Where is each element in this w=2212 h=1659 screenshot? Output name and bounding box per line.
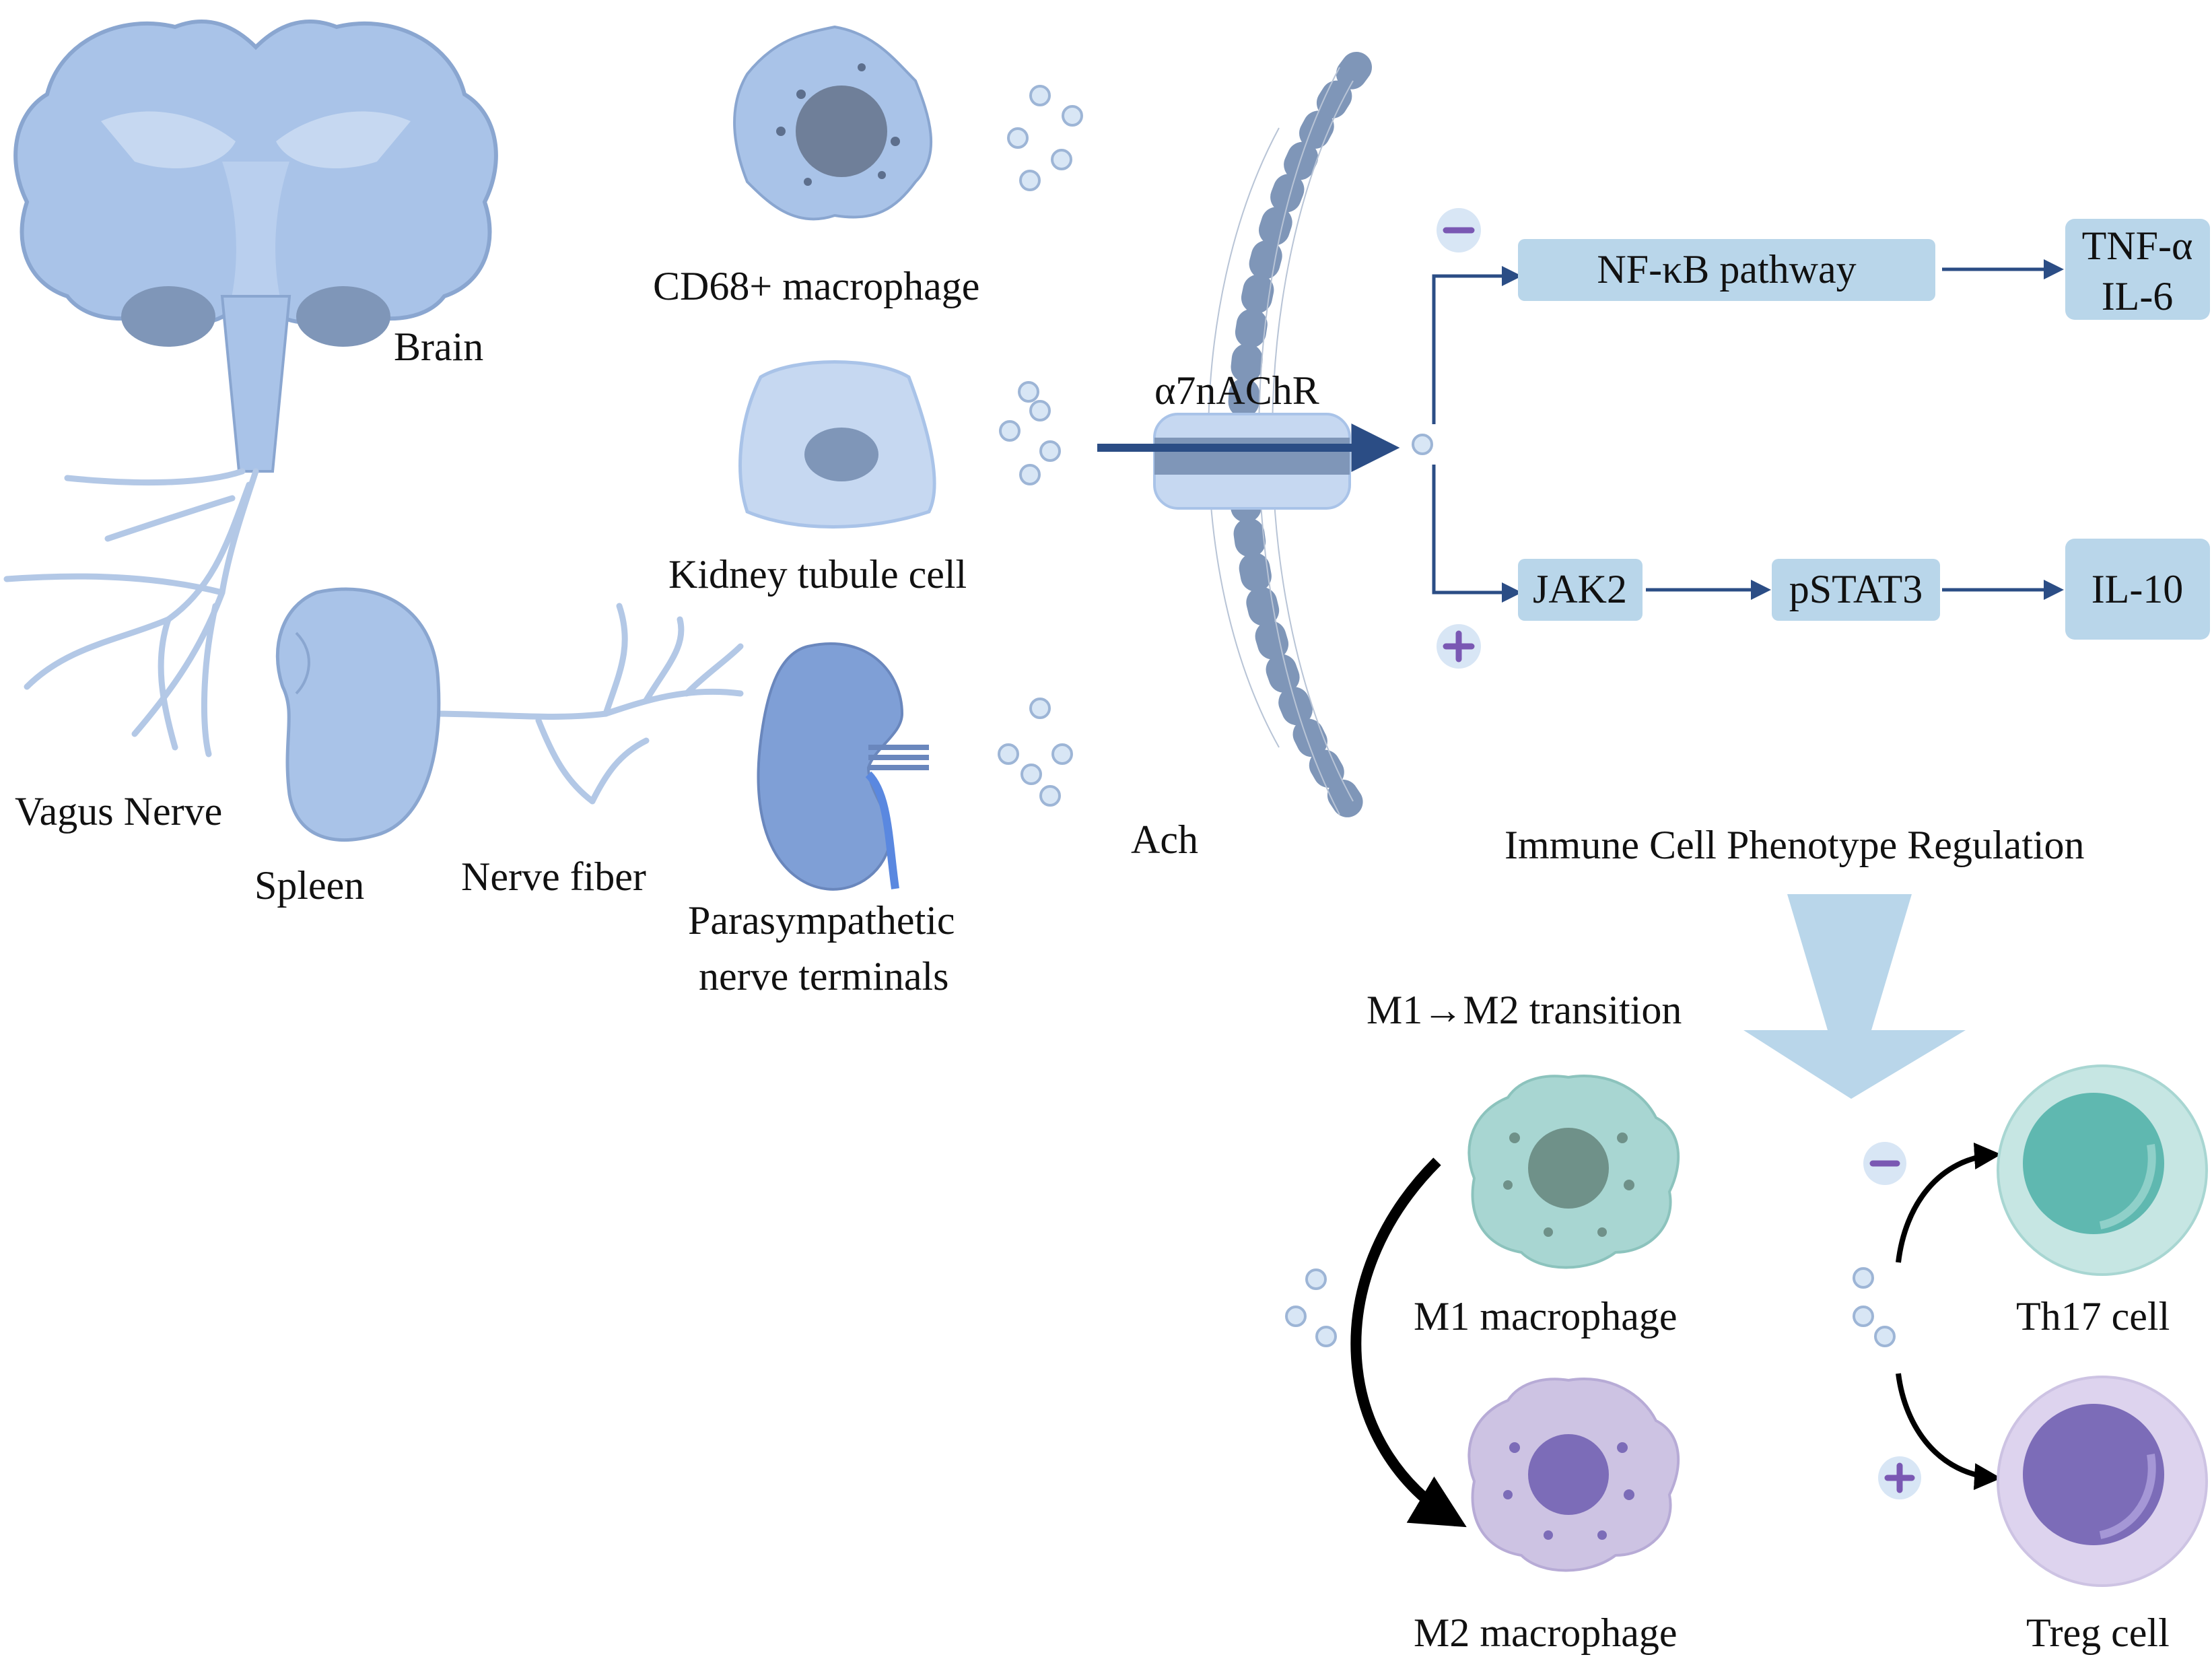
label-cd68-macrophage: CD68+ macrophage xyxy=(653,264,979,308)
m1-to-m2-arrow xyxy=(1350,1157,1467,1528)
tnf-il6-box xyxy=(2065,219,2210,320)
branch-arrow-jak2 xyxy=(1432,465,1522,603)
pstat3-box xyxy=(1772,559,1940,621)
m1-macrophage-illustration xyxy=(1467,1075,1680,1269)
label-m1-macrophage: M1 macrophage xyxy=(1414,1294,1678,1339)
label-immune-regulation: Immune Cell Phenotype Regulation xyxy=(1505,823,2085,867)
plus-sign-treg xyxy=(1878,1456,1921,1499)
ach-molecules-left xyxy=(998,85,1083,807)
il10-box xyxy=(2065,539,2210,640)
label-parasympathetic-line1: Parasympathetic xyxy=(688,898,955,943)
ach-molecules-tcell xyxy=(1853,1267,1896,1347)
il6-label: IL-6 xyxy=(2102,274,2174,318)
cd68-macrophage-illustration xyxy=(733,25,933,221)
label-ach: Ach xyxy=(1131,817,1198,862)
jak2-label: JAK2 xyxy=(1533,567,1627,611)
regulation-down-arrow xyxy=(1743,894,1966,1099)
alpha7nachr-receptor xyxy=(1153,413,1351,510)
branch-arrow-nfkb xyxy=(1432,266,1522,424)
signal-node xyxy=(1412,434,1433,455)
kidney-tubule-cell-illustration xyxy=(738,360,936,529)
vagus-nerve-branches xyxy=(3,468,744,805)
pstat3-label: pSTAT3 xyxy=(1789,567,1923,611)
label-nerve-fiber: Nerve fiber xyxy=(461,854,646,899)
brain-illustration xyxy=(13,20,498,473)
plus-sign-jak2 xyxy=(1437,624,1481,669)
nfkb-pathway-box xyxy=(1518,239,1935,301)
arrow-to-th17 xyxy=(1896,1142,2001,1263)
label-parasympathetic-line2: nerve terminals xyxy=(699,954,949,998)
jak2-box xyxy=(1518,559,1643,621)
minus-sign-th17 xyxy=(1863,1142,1906,1185)
label-m2-macrophage: M2 macrophage xyxy=(1414,1611,1678,1655)
kidney-illustration xyxy=(757,642,929,891)
th17-cell-illustration xyxy=(1997,1064,2208,1276)
label-vagus-nerve: Vagus Nerve xyxy=(15,789,222,834)
treg-cell-illustration xyxy=(1997,1376,2208,1587)
label-alpha7nachr: α7nAChR xyxy=(1154,368,1319,413)
ach-molecules-macrophage xyxy=(1285,1268,1337,1347)
nfkb-pathway-label: NF-κB pathway xyxy=(1597,247,1856,292)
label-treg-cell: Treg cell xyxy=(2026,1611,2170,1655)
il10-label: IL-10 xyxy=(2092,567,2184,611)
tnf-alpha-label: TNF-α xyxy=(2082,224,2193,268)
spleen-illustration xyxy=(275,587,441,842)
label-m1-m2-transition: M1→M2 transition xyxy=(1367,988,1682,1032)
label-kidney-tubule-cell: Kidney tubule cell xyxy=(668,552,967,597)
arrow-to-treg xyxy=(1896,1373,2001,1491)
label-brain: Brain xyxy=(394,325,483,369)
label-spleen: Spleen xyxy=(254,863,364,908)
m2-macrophage-illustration xyxy=(1467,1378,1680,1572)
label-th17-cell: Th17 cell xyxy=(2016,1294,2170,1339)
minus-sign-nfkb xyxy=(1437,208,1481,252)
